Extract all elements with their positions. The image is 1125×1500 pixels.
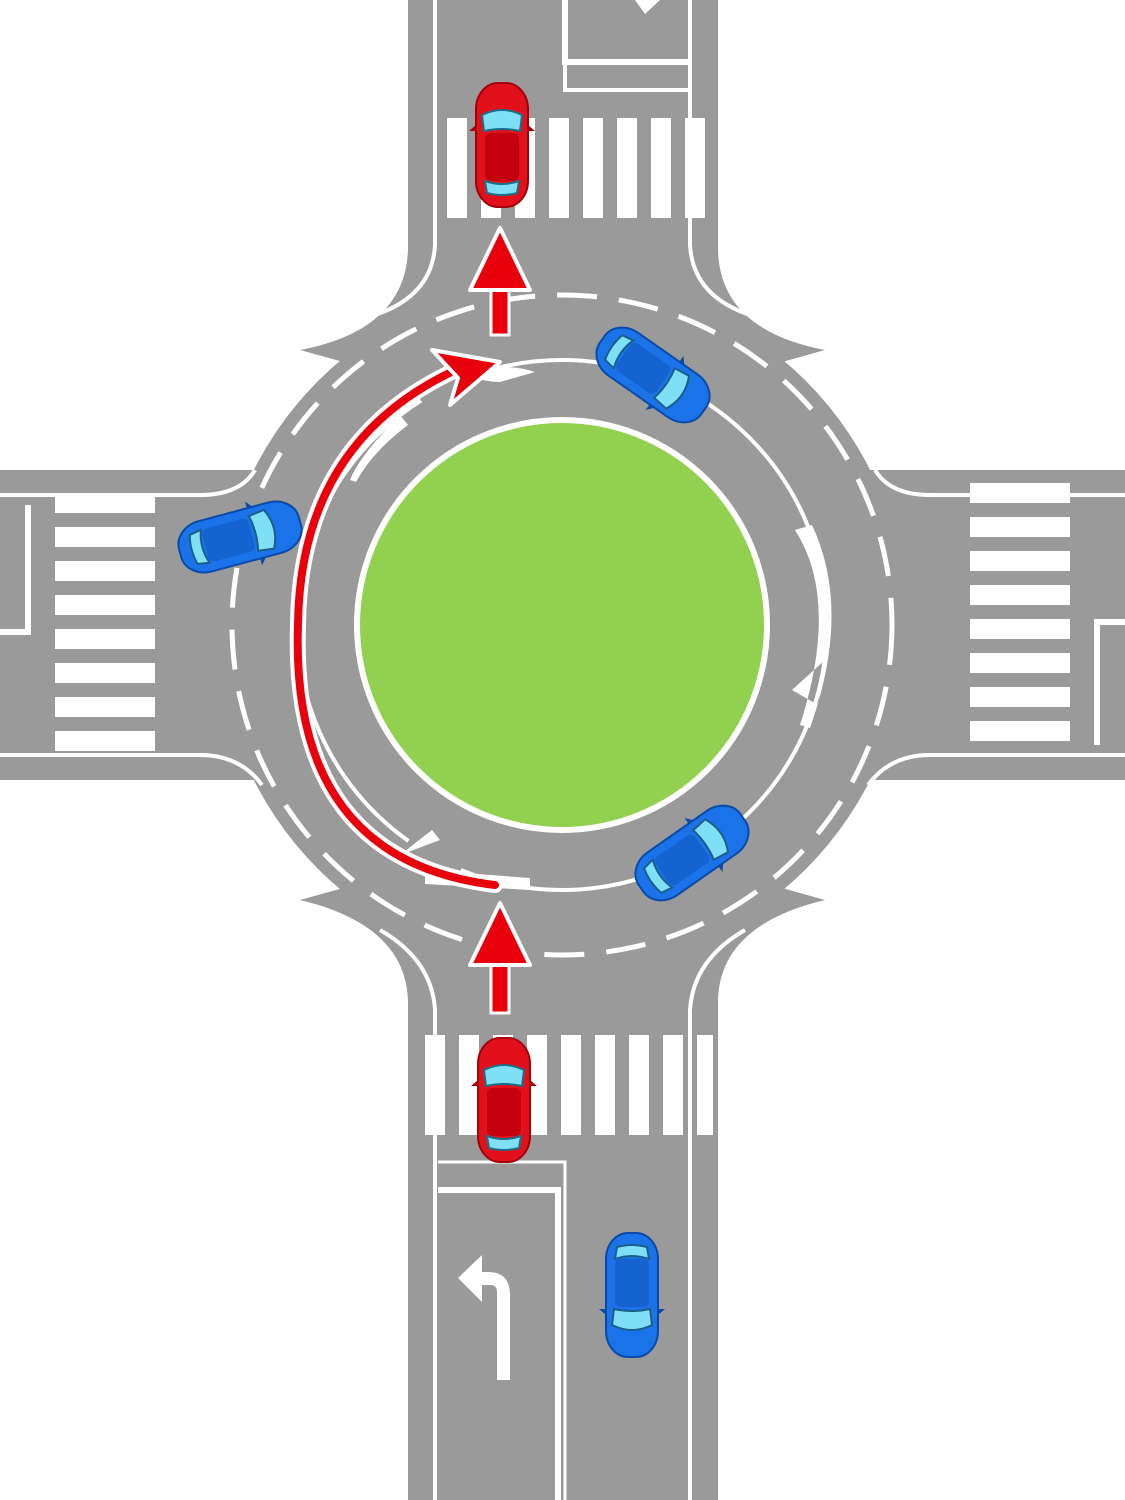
crosswalk-south <box>425 1035 713 1135</box>
lane-arrow-top <box>635 0 660 14</box>
left-turn-lane-arrow <box>458 1255 510 1380</box>
circulation-arrow-east <box>792 525 832 728</box>
red-car-entering-south <box>470 1037 538 1163</box>
red-car-exiting-north <box>468 82 536 208</box>
outer-dashed-ring <box>229 292 895 958</box>
crosswalk-west <box>55 493 155 751</box>
blue-car-south-lane <box>598 1232 666 1358</box>
path-arrow <box>289 348 503 893</box>
circulation-arrow-west <box>350 415 408 482</box>
entry-arrow-south <box>468 901 532 1015</box>
crosswalk-east <box>970 483 1070 741</box>
exit-arrow-north <box>468 226 532 337</box>
center-island <box>354 417 770 833</box>
